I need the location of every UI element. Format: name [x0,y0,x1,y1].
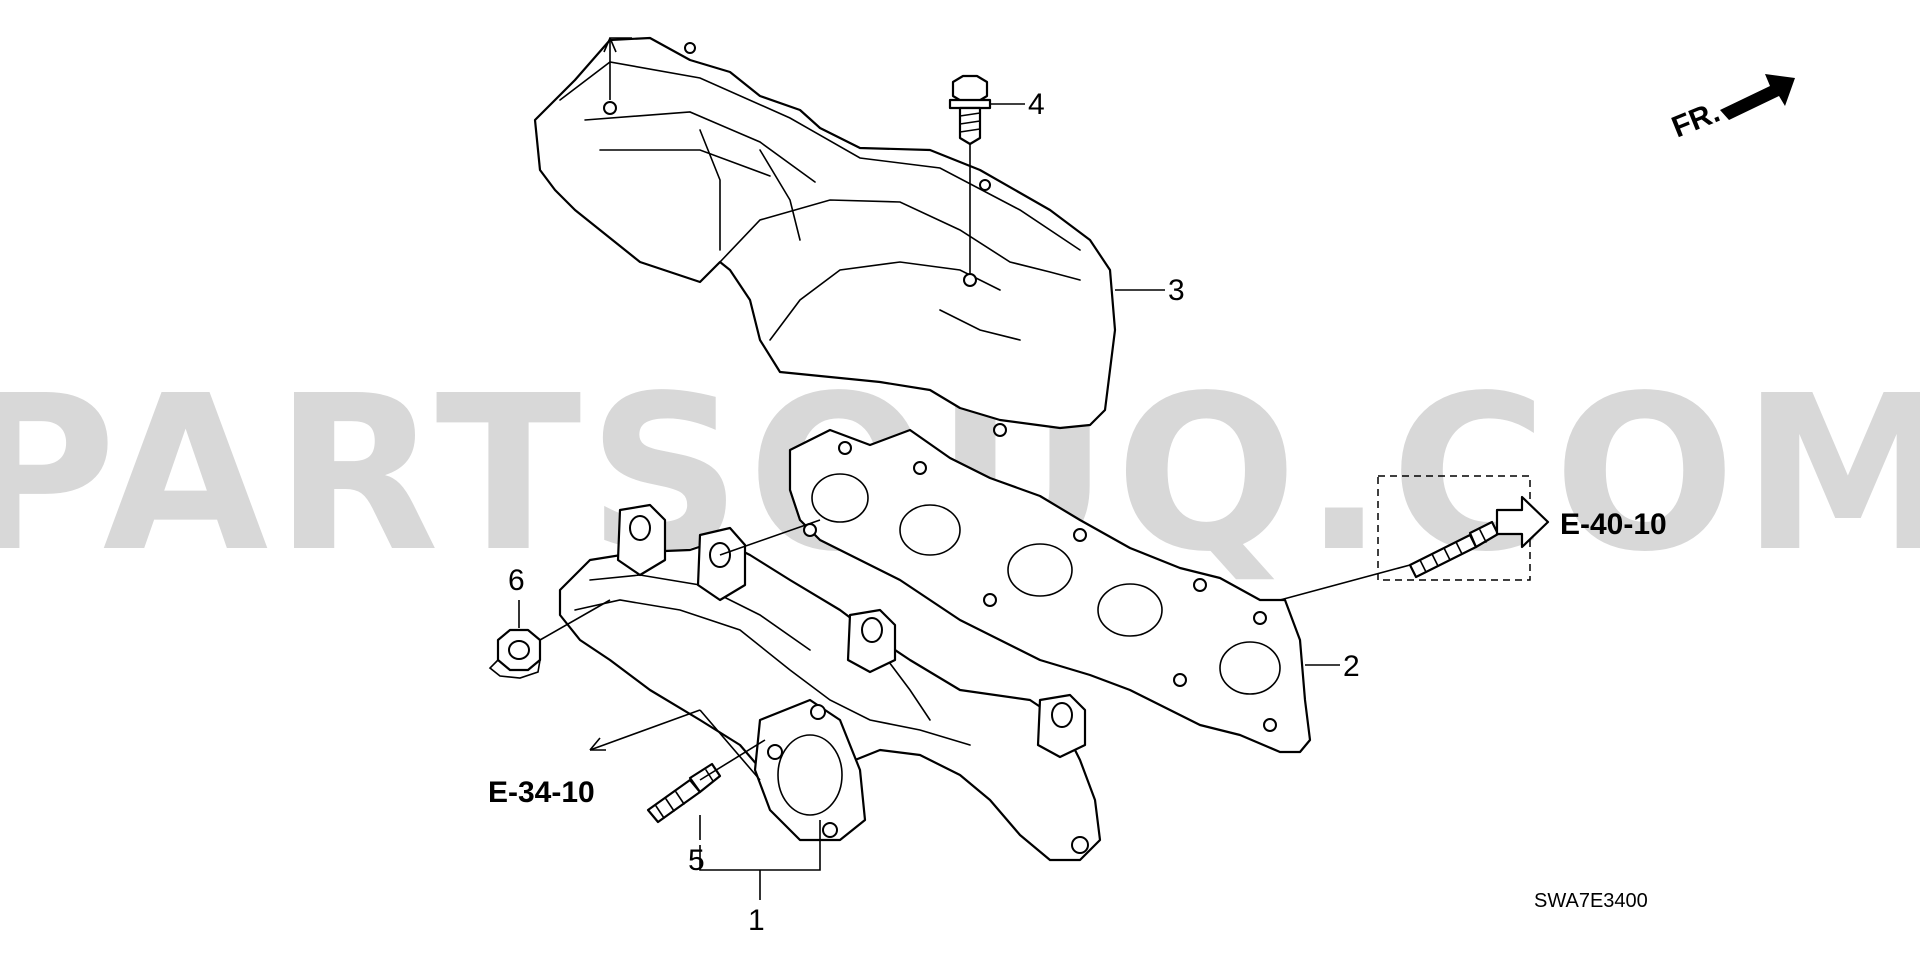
callout-3[interactable]: 3 [1168,274,1185,307]
callout-2[interactable]: 2 [1343,650,1360,683]
reference-arrow-icon [1495,495,1550,549]
reference-e-34-10[interactable]: E-34-10 [488,776,595,809]
leader-lines [518,37,1411,900]
reference-e-40-10[interactable]: E-40-10 [1560,508,1667,541]
heat-shield-part[interactable] [533,36,1117,437]
callout-4[interactable]: 4 [1028,88,1045,121]
callout-1[interactable]: 1 [748,904,765,937]
callout-6[interactable]: 6 [508,564,525,597]
nut-part[interactable] [488,628,542,679]
bolt-part[interactable] [948,74,992,146]
gasket-part[interactable] [788,428,1312,754]
front-direction-label: FR. [1667,96,1724,145]
diagram-code: SWA7E3400 [1534,890,1648,912]
callout-5[interactable]: 5 [688,844,705,877]
stud-part-right[interactable] [1408,520,1500,579]
stud-part-lower[interactable] [646,762,722,824]
front-direction-arrow-icon [1720,74,1795,120]
exhaust-manifold-part[interactable] [558,503,1102,862]
